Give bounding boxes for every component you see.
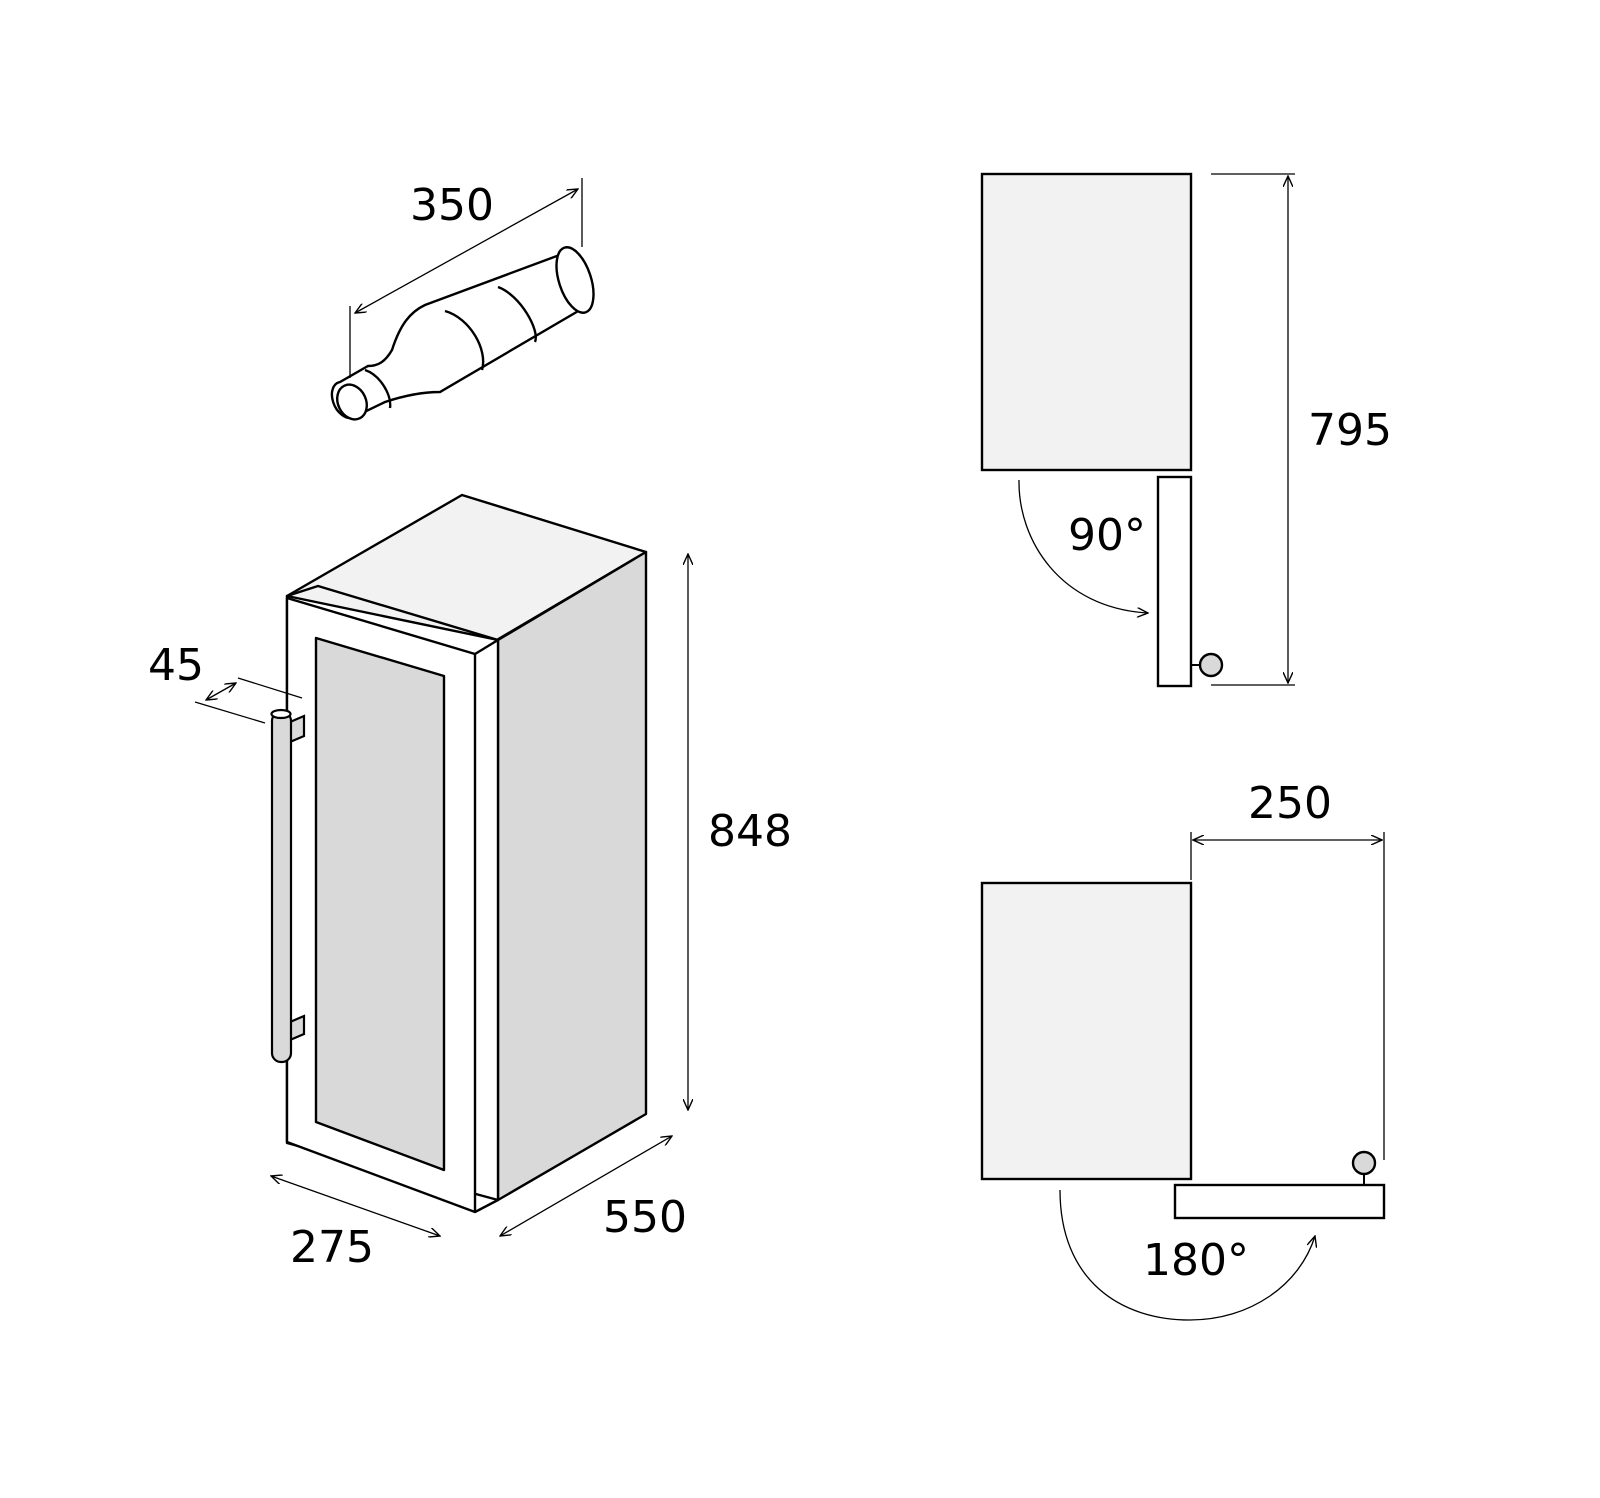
knob-180: [1351, 1150, 1377, 1176]
cabinet-width-label: 275: [290, 1222, 374, 1273]
bottle-length-dimension: [349, 178, 583, 378]
cabinet-depth-dimension: [500, 1136, 672, 1236]
cabinet-depth-label: 550: [603, 1192, 687, 1243]
extra-180-label: 250: [1248, 778, 1332, 829]
bottle-body: [330, 248, 582, 420]
wine-bottle: [330, 246, 595, 421]
cabinet-width-dimension: [271, 1176, 440, 1236]
cabinet-height-label: 848: [708, 806, 792, 857]
door-plan-90: [1156, 475, 1193, 688]
door-plan-180: [1173, 1183, 1386, 1220]
swing-arc-180: [1059, 1189, 1315, 1321]
door-handle: [270, 708, 306, 1064]
top-view-door-180: [980, 881, 1386, 1220]
extra-180-dimension: [1190, 832, 1385, 1160]
top-view-door-90: [980, 172, 1224, 688]
door-glass-panel: [314, 636, 446, 1172]
bottle-neck-ring: [364, 368, 392, 409]
wine-cabinet: [285, 493, 648, 1214]
door-top-edge: [286, 584, 499, 642]
angle-180-label: 180°: [1143, 1235, 1249, 1286]
angle-90-label: 90°: [1068, 510, 1146, 561]
cabinet-plan-90: [980, 172, 1193, 472]
handle-bar-top: [270, 708, 292, 720]
cabinet-side: [496, 550, 648, 1202]
depth-90-dimension: [1211, 173, 1295, 686]
cabinet-plan-180: [980, 881, 1193, 1181]
bottle-length-label: 350: [410, 180, 494, 231]
handle-depth-dimension: [194, 677, 303, 724]
knob-90: [1198, 652, 1224, 678]
handle-depth-label: 45: [148, 640, 204, 691]
depth-90-label: 795: [1308, 405, 1392, 456]
swing-arc-90: [1018, 479, 1148, 613]
bottle-mouth: [336, 383, 368, 421]
handle-bar: [270, 710, 293, 1064]
